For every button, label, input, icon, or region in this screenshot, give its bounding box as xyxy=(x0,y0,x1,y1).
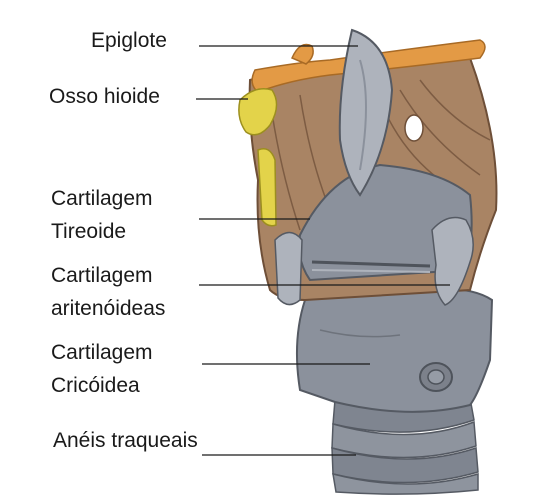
label-cricoidea-line2: Cricóidea xyxy=(51,374,140,397)
label-tireoide-line1: Cartilagem xyxy=(51,187,153,210)
label-aritenoideas-line2: aritenóideas xyxy=(51,297,166,320)
label-aritenoideas-line1: Cartilagem xyxy=(51,264,153,287)
epiglottis xyxy=(338,28,394,197)
cricoid-cartilage xyxy=(295,287,494,413)
hyoid-horn xyxy=(238,88,278,227)
label-cricoidea-line1: Cartilagem xyxy=(51,341,153,364)
label-tireoide-line2: Tireoide xyxy=(51,220,127,243)
label-osso-hioide: Osso hioide xyxy=(49,85,160,108)
label-aneis-traqueais: Anéis traqueais xyxy=(53,429,198,452)
label-epiglote: Epiglote xyxy=(91,29,167,52)
inner-cartilage xyxy=(298,163,473,282)
arytenoid-cartilages xyxy=(274,216,474,306)
leader-lines xyxy=(196,45,450,456)
